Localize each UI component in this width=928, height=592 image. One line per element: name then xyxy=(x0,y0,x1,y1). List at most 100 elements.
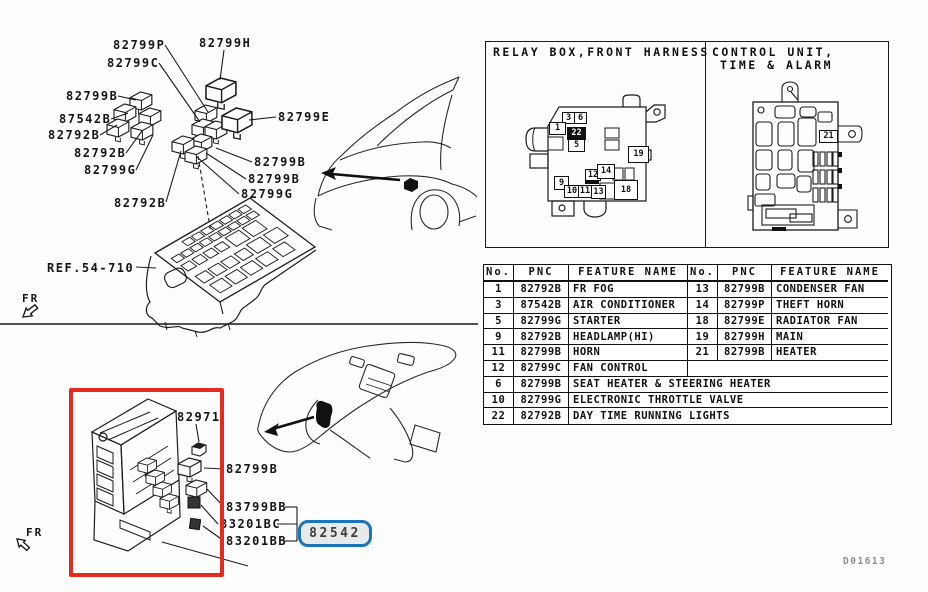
selection-highlight-box xyxy=(69,388,224,577)
cell-no: 10 xyxy=(484,392,514,409)
cell-no: 1 xyxy=(484,282,514,298)
relay-box-title: RELAY BOX,FRONT HARNESS xyxy=(493,45,710,59)
junction-block-diagram xyxy=(90,398,181,552)
cell-feature: CONDENSER FAN xyxy=(772,282,888,298)
callout-5: 5 xyxy=(568,139,585,152)
cell-no: 12 xyxy=(484,360,514,377)
cell-pnc: 82799P xyxy=(718,297,772,314)
cell-feature: MAIN xyxy=(772,329,888,346)
cell-no: 19 xyxy=(688,329,718,346)
callout-11: 11 xyxy=(578,185,592,198)
part-label-82792B-c: 82792B xyxy=(114,196,167,210)
cell-feature: FR FOG xyxy=(569,282,688,298)
header-feature-right: FEATURE NAME xyxy=(772,265,888,282)
part-label-82799B-a: 82799B xyxy=(66,89,119,103)
cell-no: 9 xyxy=(484,329,514,346)
part-label-82799B-d: 82799B xyxy=(226,462,279,476)
fr-label-bottom: FR xyxy=(26,526,44,539)
fusebox-ref54-710 xyxy=(145,197,317,338)
cell-pnc: 82799G xyxy=(514,392,569,409)
cell-feature: DAY TIME RUNNING LIGHTS xyxy=(573,410,730,423)
cell-feature: AIR CONDITIONER xyxy=(569,297,688,314)
cell-feature: RADIATOR FAN xyxy=(772,314,888,330)
cell-pnc: 82799H xyxy=(718,329,772,346)
callout-18: 18 xyxy=(614,180,638,200)
part-label-82799G-a: 82799G xyxy=(84,163,137,177)
cell-feature: SEAT HEATER & STEERING HEATER xyxy=(569,377,888,393)
car-sketch xyxy=(313,76,478,231)
part-label-82799H: 82799H xyxy=(199,36,252,50)
part-label-82799C: 82799C xyxy=(107,56,160,70)
header-no-left: No. xyxy=(484,265,514,282)
callout-19: 19 xyxy=(628,146,649,163)
cell-no: 6 xyxy=(484,376,514,393)
cell-pnc: 82799B xyxy=(514,376,569,393)
fr-arrow-top-icon xyxy=(22,303,39,318)
leader-lines-bottom xyxy=(161,423,298,567)
part-label-82799B-c: 82799B xyxy=(248,172,301,186)
part-label-82792B-b: 82792B xyxy=(74,146,127,160)
cell-pnc: 82792B xyxy=(514,329,569,346)
header-pnc-left: PNC xyxy=(514,265,569,282)
callout-13: 13 xyxy=(591,185,606,199)
cell-feature: HEATER xyxy=(772,345,888,361)
part-label-83201BC: 83201BC xyxy=(220,517,282,531)
header-no-right: No. xyxy=(688,265,718,282)
callout-21: 21 xyxy=(819,130,838,143)
cell-empty xyxy=(688,361,888,377)
detail-panel-frame xyxy=(485,41,889,248)
cell-no: 5 xyxy=(484,313,514,330)
control-unit-title-line1: CONTROL UNIT, xyxy=(712,45,835,59)
cell-pnc: 82792B xyxy=(514,408,569,425)
part-label-82799G-b: 82799G xyxy=(241,187,294,201)
part-label-82971: 82971 xyxy=(177,410,221,424)
cell-pnc: 82799E xyxy=(718,313,772,330)
part-label-83799BB: 83799BB xyxy=(226,500,288,514)
cell-pnc: 82799G xyxy=(514,313,569,330)
cell-feature: HEADLAMP(HI) xyxy=(569,329,688,346)
part-label-83201BB: 83201BB xyxy=(226,534,288,548)
cell-pnc: 82799B xyxy=(514,345,569,361)
cell-feature: FAN CONTROL xyxy=(569,360,688,377)
control-unit-diagram xyxy=(747,81,863,231)
cell-no: 18 xyxy=(688,313,718,330)
cell-no: 14 xyxy=(688,297,718,314)
part-label-82799B-b: 82799B xyxy=(254,155,307,169)
part-label-82799E: 82799E xyxy=(278,110,331,124)
relay-82799H xyxy=(205,77,237,110)
cell-pnc: 82799B xyxy=(718,282,772,298)
document-code: D01613 xyxy=(843,556,887,567)
control-unit-title-line2: TIME & ALARM xyxy=(720,58,834,72)
junction-small-parts xyxy=(137,442,208,531)
cell-pnc: 82799C xyxy=(514,360,569,377)
selected-part-82542[interactable]: 82542 xyxy=(298,520,372,547)
cell-no: 13 xyxy=(688,282,718,298)
cell-feature: HORN xyxy=(569,345,688,361)
callout-14: 14 xyxy=(597,164,615,179)
cell-no: 21 xyxy=(688,345,718,361)
cell-pnc: 82792B xyxy=(514,282,569,298)
relay-82799E xyxy=(221,107,253,140)
cell-pnc: 87542B xyxy=(514,297,569,314)
cell-pnc: 82799B xyxy=(718,345,772,361)
cell-feature: THEFT HORN xyxy=(772,298,888,314)
cell-feature: STARTER xyxy=(569,313,688,330)
part-label-82792B-a: 82792B xyxy=(48,128,101,142)
fr-label-top: FR xyxy=(22,292,40,305)
fr-arrow-bottom-icon xyxy=(16,538,31,552)
header-pnc-right: PNC xyxy=(718,265,772,282)
callout-1: 1 xyxy=(549,122,566,135)
parts-table: No. PNC FEATURE NAME No. PNC FEATURE NAM… xyxy=(483,264,892,426)
dashboard-sketch xyxy=(257,341,457,463)
callout-6: 6 xyxy=(574,112,587,124)
cell-no: 11 xyxy=(484,345,514,361)
cell-feature: ELECTRONIC THROTTLE VALVE xyxy=(569,393,888,409)
panel-divider xyxy=(705,42,706,247)
header-feature-left: FEATURE NAME xyxy=(569,265,688,282)
leader-lines-top xyxy=(99,44,277,269)
cell-no: 22 xyxy=(484,408,514,425)
cell-no: 3 xyxy=(484,297,514,314)
part-label-82799P: 82799P xyxy=(113,38,166,52)
